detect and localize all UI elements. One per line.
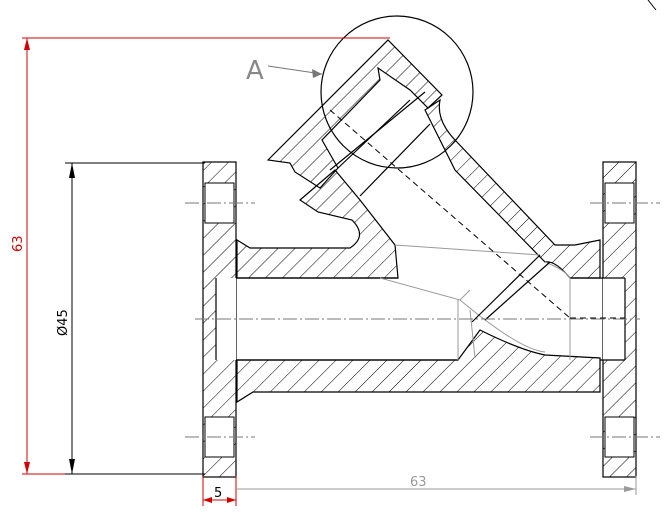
dim-overall-height-text: 63	[11, 235, 26, 252]
corner-mark	[647, 0, 657, 11]
strainer-screen	[379, 244, 571, 360]
dim-bore-diameter-text: Ø45	[56, 309, 71, 336]
hidden-lines	[329, 109, 625, 319]
dim-overall-length-text: 63	[410, 475, 427, 490]
dim-overall-length: 63	[236, 475, 637, 495]
right-flange	[602, 161, 637, 478]
lower-wall-section	[236, 329, 601, 404]
dim-bore-diameter: Ø45	[56, 162, 205, 475]
dim-flange-thickness-text: 5	[214, 486, 222, 501]
leg-inner-lines	[329, 91, 551, 323]
left-flange	[202, 161, 237, 478]
dim-flange-thickness: 5	[202, 476, 237, 506]
upper-wall-section	[236, 169, 399, 279]
detail-label: A	[246, 56, 264, 86]
leg-wall-section	[424, 98, 601, 279]
detail-leader-arrow	[312, 69, 322, 78]
cap-section	[266, 39, 443, 189]
detail-circle-a	[320, 15, 474, 169]
body-section	[236, 39, 601, 404]
bore-outline	[215, 277, 626, 361]
center-lines	[185, 202, 660, 438]
